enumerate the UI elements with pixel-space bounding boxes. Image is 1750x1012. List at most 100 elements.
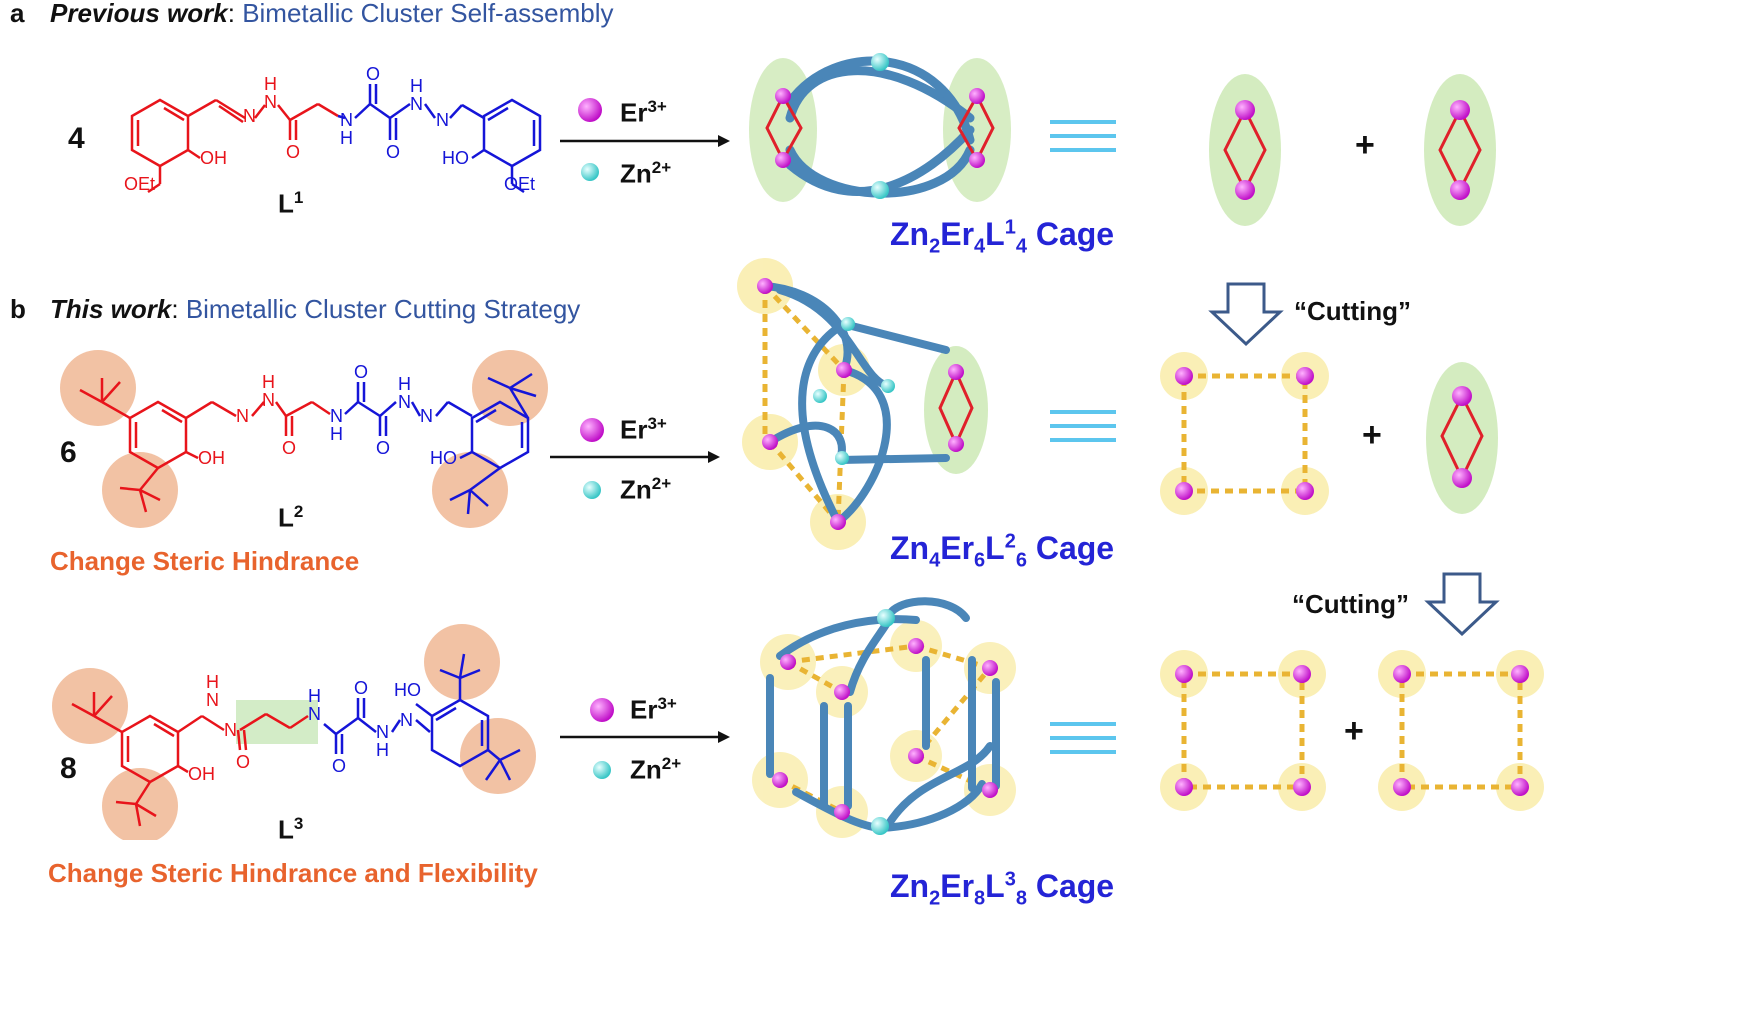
- row1-equiv: 6: [60, 436, 77, 469]
- l2-h1: H: [262, 372, 275, 392]
- l1-n3: N: [340, 110, 353, 130]
- l1-n1: N: [243, 106, 256, 126]
- l3-o1: O: [236, 752, 250, 772]
- l1-right-oet-label: OEt: [504, 174, 535, 194]
- l1-oh-label: OH: [200, 148, 227, 168]
- zn-ion-icon: [583, 481, 601, 499]
- er-ion-icon: [590, 698, 614, 722]
- l3-h2: H: [308, 686, 321, 706]
- ligand-l3-structure: OH N N H O N H O O N H N HO: [52, 624, 536, 840]
- panel-a-heading-rest: Bimetallic Cluster Self-assembly: [242, 0, 614, 28]
- equivalence-sign-b1: [1050, 410, 1116, 442]
- l3-o3: O: [354, 678, 368, 698]
- er-cluster-a-left: [1209, 74, 1281, 226]
- reaction-arrow-b1: [550, 418, 720, 499]
- er-ion-icon: [580, 418, 604, 442]
- l2-o1: O: [282, 438, 296, 458]
- cutting-label-2: “Cutting”: [1292, 589, 1409, 619]
- l3-ho-label: HO: [394, 680, 421, 700]
- cutting-label-1: “Cutting”: [1294, 296, 1411, 326]
- ligand-l2-label: L2: [278, 502, 304, 533]
- l1-ho-label: HO: [442, 148, 469, 168]
- zn-ion-icon: [581, 163, 599, 181]
- l1-h3: H: [410, 76, 423, 96]
- ligand-l2-structure: OH N N H O N H O O N H N HO: [60, 350, 548, 528]
- equivalence-sign-a: [1050, 120, 1116, 152]
- l2-n4: N: [398, 392, 411, 412]
- zn-ion-label-b1: Zn2+: [620, 474, 672, 505]
- l1-h2: H: [340, 128, 353, 148]
- l3-n3: N: [308, 704, 321, 724]
- l2-n1: N: [236, 406, 249, 426]
- l3-n1: N: [224, 720, 237, 740]
- l1-o2: O: [366, 64, 380, 84]
- panel-a-heading: Previous work: Bimetallic Cluster Self-a…: [50, 0, 614, 29]
- er-ion-label-b1: Er3+: [620, 414, 667, 445]
- l3-h1: H: [206, 672, 219, 692]
- er4-square-cluster-b1: [1160, 352, 1329, 515]
- panel-a-equiv: 4: [68, 122, 85, 155]
- zn4er6-cage-graphic: [737, 258, 988, 550]
- zn2er8-cage-graphic: [752, 597, 1016, 838]
- l1-o1: O: [286, 142, 300, 162]
- zn2er4-cage-graphic: [749, 53, 1011, 202]
- ligand-l1-label: L1: [278, 188, 304, 219]
- plus-b1: +: [1362, 416, 1382, 454]
- l2-h2: H: [330, 424, 343, 444]
- l2-o3: O: [376, 438, 390, 458]
- panel-b-label: b: [10, 294, 26, 324]
- zn-ion-label-a: Zn2+: [620, 158, 672, 189]
- l1-h1: H: [264, 74, 277, 94]
- reaction-arrow-b2: [560, 698, 730, 779]
- cutting-arrow-1: [1208, 282, 1284, 347]
- l1-n4: N: [410, 94, 423, 114]
- l2-n5: N: [420, 406, 433, 426]
- l1-o3: O: [386, 142, 400, 162]
- equivalence-sign-b2: [1050, 722, 1116, 754]
- ligand-l1-structure: OH OEt N N H O N H O O N H N HO OEt: [124, 64, 542, 194]
- er4-square-cluster-b2-left: [1160, 650, 1326, 811]
- l3-o2: O: [332, 756, 346, 776]
- panel-b-heading-rest: Bimetallic Cluster Cutting Strategy: [185, 294, 581, 324]
- panel-b-heading-sep: :: [171, 294, 186, 324]
- l3-n2: N: [206, 690, 219, 710]
- panel-b-heading-lead: This work: [50, 294, 172, 324]
- l3-n5: N: [400, 710, 413, 730]
- row2-note: Change Steric Hindrance and Flexibility: [48, 858, 538, 888]
- l2-h3: H: [398, 374, 411, 394]
- l3-n4: N: [376, 722, 389, 742]
- panel-a-label: a: [10, 0, 25, 28]
- right-aromatic-ring: [482, 98, 542, 168]
- cage-b1-name: Zn4Er6L26 Cage: [890, 530, 1115, 572]
- er-ion-label-a: Er3+: [620, 97, 667, 128]
- ligand-l3-label: L3: [278, 814, 304, 845]
- l1-n5: N: [436, 110, 449, 130]
- plus-b2: +: [1344, 712, 1364, 750]
- er-cluster-a-right: [1424, 74, 1496, 226]
- zn-ion-icon: [593, 761, 611, 779]
- zn-ion-label-b2: Zn2+: [630, 754, 682, 785]
- l2-o2: O: [354, 362, 368, 382]
- l2-n2: N: [262, 390, 275, 410]
- row2-equiv: 8: [60, 752, 77, 785]
- l2-ho-label: HO: [430, 448, 457, 468]
- l2-n3: N: [330, 406, 343, 426]
- er-ion-icon: [578, 98, 602, 122]
- l3-h3: H: [376, 740, 389, 760]
- l1-left-oet-label: OEt: [124, 174, 155, 194]
- er-cluster-b1-right: [1426, 362, 1498, 514]
- left-aromatic-ring: [130, 98, 190, 168]
- plus-a: +: [1355, 126, 1375, 164]
- er-ion-label-b2: Er3+: [630, 694, 677, 725]
- row1-note: Change Steric Hindrance: [50, 546, 360, 576]
- panel-a-heading-lead: Previous work: [50, 0, 228, 28]
- er4-square-cluster-b2-right: [1378, 650, 1544, 811]
- l3-oh-label: OH: [188, 764, 215, 784]
- cutting-arrow-2: [1424, 572, 1500, 637]
- panel-b-heading: This work: Bimetallic Cluster Cutting St…: [50, 294, 580, 325]
- l2-oh-label: OH: [198, 448, 225, 468]
- panel-a-heading-sep: :: [227, 0, 243, 28]
- cage-a-name: Zn2Er4L14 Cage: [890, 216, 1115, 258]
- l1-n2: N: [264, 92, 277, 112]
- cage-b2-name: Zn2Er8L38 Cage: [890, 868, 1115, 910]
